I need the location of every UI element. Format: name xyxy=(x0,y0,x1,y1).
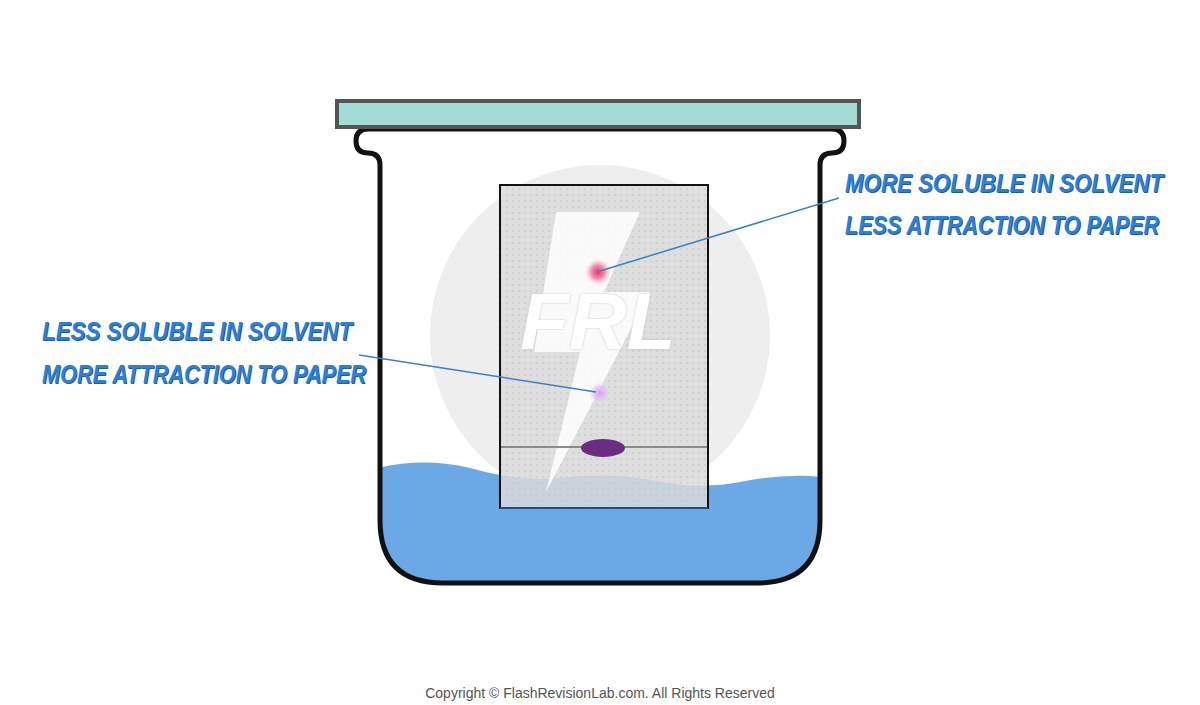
beaker-rim xyxy=(356,129,844,165)
callout-text: MORE ATTRACTION TO PAPER xyxy=(42,361,366,387)
lavender-spot xyxy=(589,382,611,404)
callout-text: LESS SOLUBLE IN SOLVENT xyxy=(42,318,352,344)
watermark-circle xyxy=(430,165,770,505)
paper-bottom xyxy=(500,507,708,509)
beaker-body xyxy=(380,165,820,583)
callout-text: LESS ATTRACTION TO PAPER xyxy=(845,212,1159,238)
copyright-notice: Copyright © FlashRevisionLab.com. All Ri… xyxy=(425,686,775,700)
chromatography-paper xyxy=(500,185,708,508)
watermark: FRL xyxy=(520,282,676,362)
sample-spot xyxy=(581,439,625,457)
lid xyxy=(337,101,859,127)
callout-text: MORE SOLUBLE IN SOLVENT xyxy=(845,170,1163,196)
paper-outline xyxy=(500,185,708,508)
paper-texture xyxy=(500,185,708,508)
leader-line xyxy=(600,198,839,271)
